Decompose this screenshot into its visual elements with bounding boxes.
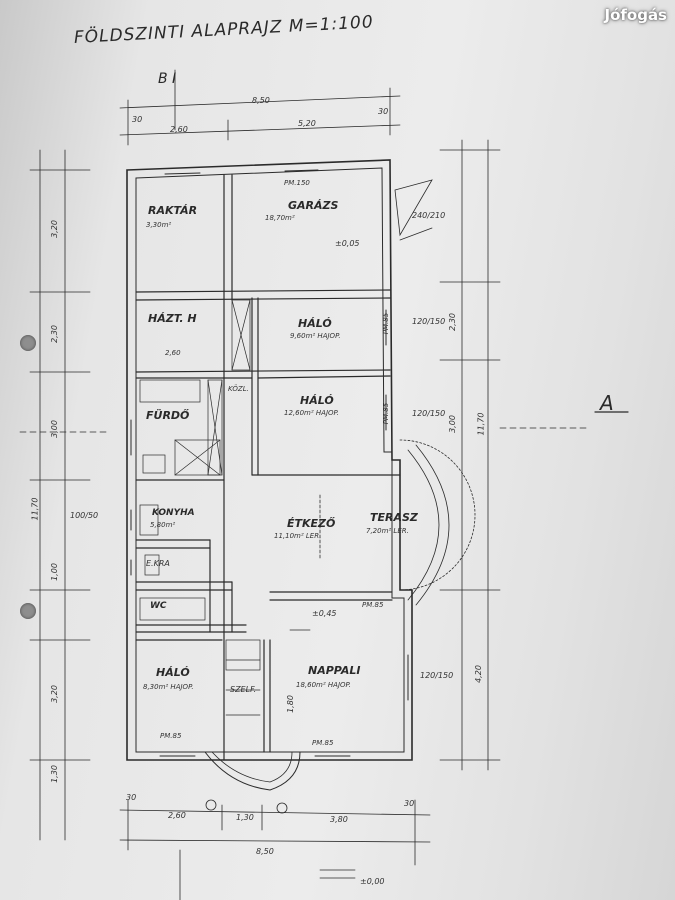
watermark-logo: Jófogás — [604, 6, 667, 24]
room-konyha-area: 5,80m² — [150, 521, 176, 529]
dim-window-halo2: 120/150 — [412, 409, 446, 418]
room-terasz-area: 7,20m² LER. — [366, 527, 409, 535]
dim-right-420: 4,20 — [473, 665, 483, 683]
room-garazs-name: GARÁZS — [288, 199, 339, 212]
room-raktar-area: 3,30m² — [146, 221, 172, 229]
room-halo1-area: 9,60m² HAJOP. — [290, 332, 341, 340]
room-kozl-name: KÖZL. — [228, 385, 249, 393]
room-furdo-name: FÜRDŐ — [146, 409, 190, 422]
window-pm85-nappali: PM.85 — [312, 739, 334, 747]
elevation-top: ±0,05 — [335, 239, 360, 248]
dim-left-130: 1,30 — [49, 765, 59, 783]
elevation-bottom: ±0,00 — [360, 877, 385, 886]
dim-bottom-30a: 30 — [126, 793, 137, 802]
dim-left-230: 2,30 — [49, 325, 59, 343]
binder-hole — [20, 603, 36, 619]
window-pm85-halo1: PM.85 — [382, 312, 391, 335]
dim-bottom-right: 3,80 — [330, 815, 348, 824]
dim-garage-door: 240/210 — [412, 211, 446, 220]
room-szelf-name: SZELF. — [230, 685, 257, 694]
window-pm150: PM.150 — [284, 179, 310, 187]
room-ekra-name: E.KRA — [146, 559, 170, 568]
dim-window-nappali: 120/150 — [420, 671, 454, 680]
room-konyha-name: KONYHA — [152, 508, 195, 518]
section-a-label: A — [600, 391, 614, 415]
window-pm85-halo3: PM.85 — [160, 732, 182, 740]
dim-left-total: 11,70 — [30, 497, 40, 521]
dim-left-100: 1,00 — [49, 563, 59, 581]
dim-right-300: 3,00 — [447, 415, 457, 433]
dim-right-total: 11,70 — [476, 412, 486, 436]
fixtures — [139, 299, 261, 716]
room-halo2-name: HÁLÓ — [300, 394, 334, 407]
dim-konyha-window: 100/50 — [70, 511, 99, 520]
room-halo2-area: 12,60m² HAJOP. — [284, 409, 339, 417]
dim-top-30a: 30 — [132, 115, 143, 124]
room-etkezo-name: ÉTKEZŐ — [287, 517, 336, 530]
room-halo3-name: HÁLÓ — [156, 666, 190, 679]
dim-top-total: 8,50 — [252, 96, 270, 105]
window-pm85-halo2: PM.85 — [382, 402, 391, 425]
elevation-mid: ±0,45 — [312, 609, 337, 618]
dim-bottom-mid: 1,30 — [236, 813, 254, 822]
room-raktar-name: RAKTÁR — [148, 204, 198, 217]
dim-window-halo1: 120/150 — [412, 317, 446, 326]
room-nappali-name: NAPPALI — [308, 664, 361, 677]
dimension-lines — [19, 69, 629, 900]
section-b-label: B I — [158, 71, 177, 87]
interior-walls — [135, 174, 401, 761]
dim-left-320: 3,20 — [49, 220, 59, 238]
room-etkezo-area: 11,10m² LER. — [274, 532, 322, 540]
doors — [204, 179, 476, 791]
dim-top-30b: 30 — [378, 107, 389, 116]
room-wc-name: WC — [150, 601, 167, 611]
room-hazt-name: HÁZT. H — [148, 312, 197, 325]
dim-right-180: 1,80 — [285, 695, 295, 713]
dim-left-300: 3,00 — [49, 420, 59, 438]
dim-bottom-30b: 30 — [404, 799, 415, 808]
dim-left-420: 3,20 — [49, 685, 59, 703]
room-hazt-area: 2,60 — [165, 349, 181, 357]
room-halo3-area: 8,30m² HAJOP. — [143, 683, 194, 691]
windows — [130, 169, 409, 757]
room-terasz-name: TERASZ — [370, 511, 418, 524]
dim-top-left: 2,60 — [170, 125, 188, 134]
dim-bottom-total: 8,50 — [256, 847, 274, 856]
outer-walls — [126, 159, 413, 761]
window-pm85-terasz: PM.85 — [362, 601, 384, 609]
room-halo1-name: HÁLÓ — [298, 317, 332, 330]
dim-right-230: 2,30 — [447, 313, 457, 331]
binder-hole — [20, 335, 36, 351]
dim-bottom-left: 2,60 — [168, 811, 186, 820]
dim-top-right: 5,20 — [298, 119, 316, 128]
room-garazs-area: 18,70m² — [265, 214, 295, 222]
room-nappali-area: 18,60m² HAJOP. — [296, 681, 351, 689]
